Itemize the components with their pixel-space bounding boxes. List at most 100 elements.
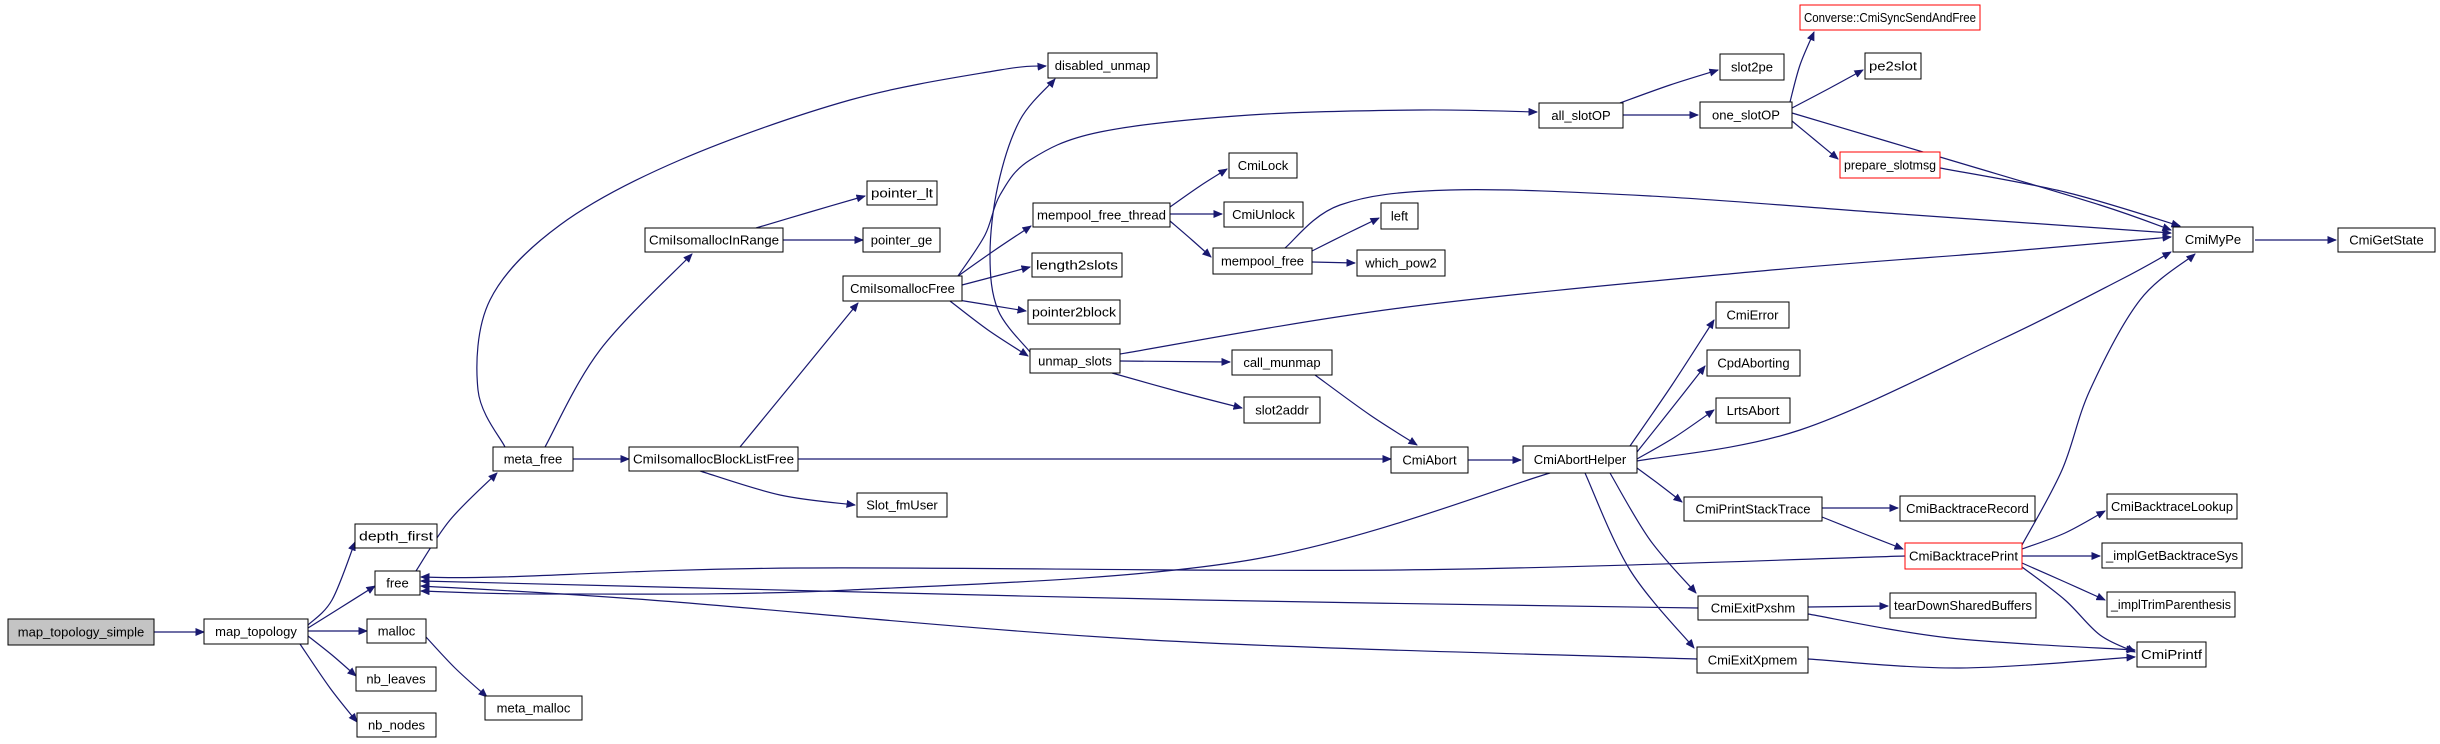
node-free[interactable]: free bbox=[374, 570, 421, 596]
node-CmiPrintf[interactable]: CmiPrintf bbox=[2136, 641, 2207, 668]
node-one_slotOP[interactable]: one_slotOP bbox=[1699, 101, 1793, 129]
node-label: tearDownSharedBuffers bbox=[1894, 598, 2032, 613]
node-malloc[interactable]: malloc bbox=[366, 618, 427, 644]
node-nb_leaves[interactable]: nb_leaves bbox=[355, 666, 437, 692]
node-label: CmiAbort bbox=[1402, 453, 1457, 468]
node-box bbox=[842, 275, 963, 302]
node-which_pow2[interactable]: which_pow2 bbox=[1356, 249, 1446, 277]
node-CmiExitPxshm[interactable]: CmiExitPxshm bbox=[1697, 595, 1809, 621]
node-box bbox=[1538, 102, 1624, 129]
node-box bbox=[644, 227, 784, 253]
node-box bbox=[1719, 53, 1785, 81]
node-CmiBacktraceLookup[interactable]: CmiBacktraceLookup bbox=[2106, 493, 2238, 520]
node-box bbox=[356, 712, 437, 738]
node-CmiAbort[interactable]: CmiAbort bbox=[1390, 446, 1469, 474]
edge-malloc-to-meta_malloc bbox=[425, 636, 488, 698]
node-label: CmiIsomallocInRange bbox=[649, 233, 779, 248]
node-call_munmap[interactable]: call_munmap bbox=[1231, 349, 1333, 376]
node-label: Converse::CmiSyncSendAndFree bbox=[1804, 10, 1976, 25]
edge-one_slotOP-to-CmiSyncSendAndFree bbox=[1789, 31, 1815, 103]
node-mempool_free[interactable]: mempool_free bbox=[1212, 247, 1313, 275]
node-map_topology[interactable]: map_topology bbox=[203, 618, 309, 645]
node-CmiIsomallocInRange[interactable]: CmiIsomallocInRange bbox=[644, 227, 784, 253]
edge-CmiBacktracePrint-to-CmiPrintf bbox=[2021, 566, 2136, 653]
node-box bbox=[862, 227, 941, 253]
edge-CmiAbortHelper-to-CmiExitXpmem bbox=[1584, 472, 1695, 649]
node-_implTrimParenthesis[interactable]: _implTrimParenthesis bbox=[2106, 591, 2236, 618]
node-unmap_slots[interactable]: unmap_slots bbox=[1029, 348, 1121, 374]
node-label: left bbox=[1391, 209, 1409, 224]
node-prepare_slotmsg[interactable]: prepare_slotmsg bbox=[1839, 151, 1941, 179]
node-pointer2block[interactable]: pointer2block bbox=[1027, 299, 1121, 325]
node-meta_free[interactable]: meta_free bbox=[492, 446, 574, 472]
node-box bbox=[1706, 349, 1801, 377]
node-CmiBacktracePrint[interactable]: CmiBacktracePrint bbox=[1904, 542, 2023, 570]
edge-CmiIsomallocBlockListFree-to-CmiIsomallocFree bbox=[739, 302, 859, 448]
node-CmiExitXpmem[interactable]: CmiExitXpmem bbox=[1696, 646, 1809, 674]
node-label: meta_free bbox=[504, 452, 563, 467]
node-box bbox=[1029, 348, 1121, 374]
node-CmiAbortHelper[interactable]: CmiAbortHelper bbox=[1522, 445, 1638, 474]
node-mempool_free_thread[interactable]: mempool_free_thread bbox=[1032, 202, 1171, 228]
edge-mempool_free_thread-to-mempool_free bbox=[1169, 220, 1212, 258]
node-box bbox=[1231, 349, 1333, 376]
edge-map_topology-to-nb_leaves bbox=[307, 635, 357, 677]
edge-map_topology-to-nb_nodes bbox=[299, 643, 358, 723]
node-slot2pe[interactable]: slot2pe bbox=[1719, 53, 1785, 81]
node-label: mempool_free_thread bbox=[1037, 208, 1166, 223]
node-left[interactable]: left bbox=[1380, 202, 1419, 230]
node-CpdAborting[interactable]: CpdAborting bbox=[1706, 349, 1801, 377]
node-label: pe2slot bbox=[1869, 59, 1917, 74]
node-Slot_fmUser[interactable]: Slot_fmUser bbox=[856, 492, 948, 518]
node-CmiLock[interactable]: CmiLock bbox=[1228, 152, 1298, 179]
node-depth_first[interactable]: depth_first bbox=[354, 523, 438, 549]
node-pointer_ge[interactable]: pointer_ge bbox=[862, 227, 941, 253]
node-label: CmiBacktraceRecord bbox=[1906, 501, 2029, 516]
node-CmiPrintStackTrace[interactable]: CmiPrintStackTrace bbox=[1683, 496, 1823, 522]
node-tearDownSharedBuffers[interactable]: tearDownSharedBuffers bbox=[1889, 592, 2037, 619]
node-box bbox=[1228, 152, 1298, 179]
node-_implGetBacktraceSys[interactable]: _implGetBacktraceSys bbox=[2101, 542, 2243, 569]
node-LrtsAbort[interactable]: LrtsAbort bbox=[1715, 397, 1791, 424]
node-box bbox=[2101, 542, 2243, 569]
edge-meta_free-to-CmiIsomallocInRange bbox=[544, 253, 693, 448]
node-label: map_topology_simple bbox=[18, 625, 144, 640]
node-box bbox=[354, 523, 438, 549]
node-box bbox=[628, 446, 799, 472]
edge-prepare_slotmsg-to-CmiMyPe bbox=[1939, 167, 2181, 228]
node-pe2slot[interactable]: pe2slot bbox=[1864, 52, 1922, 80]
node-meta_malloc[interactable]: meta_malloc bbox=[484, 695, 583, 721]
node-box bbox=[7, 618, 155, 646]
edge-free-to-meta_free bbox=[415, 472, 498, 572]
edge-CmiIsomallocFree-to-unmap_slots bbox=[949, 300, 1029, 357]
node-label: CmiUnlock bbox=[1232, 207, 1295, 222]
node-nb_nodes[interactable]: nb_nodes bbox=[356, 712, 437, 738]
node-box bbox=[355, 666, 437, 692]
node-CmiBacktraceRecord[interactable]: CmiBacktraceRecord bbox=[1899, 495, 2036, 522]
node-length2slots[interactable]: length2slots bbox=[1031, 252, 1123, 278]
node-CmiIsomallocBlockListFree[interactable]: CmiIsomallocBlockListFree bbox=[628, 446, 799, 472]
node-slot2addr[interactable]: slot2addr bbox=[1243, 396, 1321, 424]
node-box bbox=[2106, 493, 2238, 520]
node-label: all_slotOP bbox=[1551, 108, 1610, 123]
node-CmiUnlock[interactable]: CmiUnlock bbox=[1223, 201, 1304, 228]
edge-CmiIsomallocFree-to-mempool_free_thread bbox=[957, 225, 1032, 277]
node-CmiGetState[interactable]: CmiGetState bbox=[2337, 227, 2436, 253]
node-all_slotOP[interactable]: all_slotOP bbox=[1538, 102, 1624, 129]
node-label: CmiMyPe bbox=[2185, 232, 2241, 247]
node-CmiSyncSendAndFree[interactable]: Converse::CmiSyncSendAndFree bbox=[1799, 4, 1981, 31]
edge-CmiAbortHelper-to-CmiExitPxshm bbox=[1609, 472, 1697, 594]
node-pointer_lt[interactable]: pointer_lt bbox=[866, 180, 938, 206]
node-box bbox=[1864, 52, 1922, 80]
node-CmiMyPe[interactable]: CmiMyPe bbox=[2172, 226, 2254, 253]
node-label: one_slotOP bbox=[1712, 108, 1780, 123]
edge-CmiExitPxshm-to-tearDownSharedBuffers bbox=[1807, 602, 1889, 611]
node-disabled_unmap[interactable]: disabled_unmap bbox=[1047, 52, 1158, 79]
node-label: which_pow2 bbox=[1364, 256, 1437, 271]
node-CmiIsomallocFree[interactable]: CmiIsomallocFree bbox=[842, 275, 963, 302]
node-CmiError[interactable]: CmiError bbox=[1715, 301, 1790, 329]
edge-CmiPrintStackTrace-to-CmiBacktracePrint bbox=[1821, 516, 1904, 550]
node-label: disabled_unmap bbox=[1055, 58, 1150, 73]
